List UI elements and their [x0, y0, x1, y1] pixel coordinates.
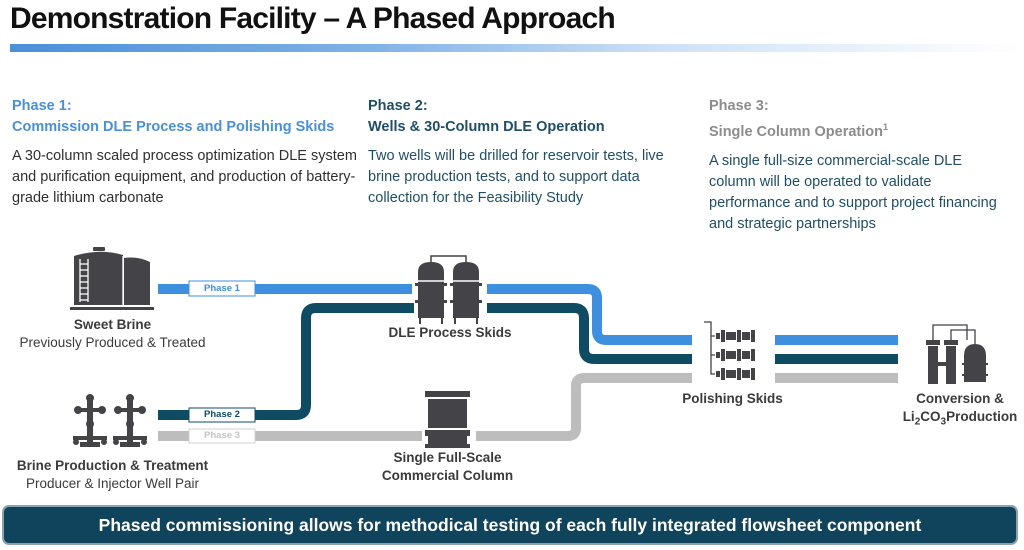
polishing-skids-label: Polishing Skids	[670, 390, 795, 408]
single-column-label: Single Full-Scale Commercial Column	[370, 449, 525, 485]
brine-production-title: Brine Production & Treatment	[16, 458, 209, 473]
production-text: Production	[946, 409, 1018, 424]
page-title: Demonstration Facility – A Phased Approa…	[10, 2, 616, 35]
footer-banner: Phased commissioning allows for methodic…	[4, 507, 1016, 543]
phase-3-description: A single full-size commercial-scale DLE …	[709, 152, 997, 232]
dle-columns-icon	[415, 255, 482, 324]
phase-3-tag-label: Phase 3	[204, 430, 240, 441]
phase-3-subheading-row: Single Column Operation1	[709, 117, 1009, 143]
phase-3-footnote-marker: 1	[883, 122, 889, 132]
phase-2-flow-line	[158, 303, 898, 420]
phase-2-subheading: Wells & 30-Column DLE Operation	[368, 119, 605, 135]
commercial-column-icon	[425, 391, 470, 448]
phase-2-tag-label: Phase 2	[204, 409, 240, 420]
conversion-plant-icon	[926, 324, 988, 384]
phase-1-flow-line	[158, 284, 898, 345]
polishing-skid-icon	[704, 321, 755, 380]
conversion-title-line1: Conversion &	[916, 391, 1004, 406]
brine-production-subtitle: Producer & Injector Well Pair	[25, 476, 200, 491]
phase-1-line-tag	[188, 280, 256, 297]
single-column-title-line1: Single Full-Scale	[393, 450, 502, 465]
li-text: Li	[902, 409, 915, 424]
storage-tank-icon	[70, 247, 154, 310]
phase-1-subheading: Commission DLE Process and Polishing Ski…	[12, 119, 335, 135]
dle-skids-label: DLE Process Skids	[380, 324, 520, 342]
phase-3-subheading: Single Column Operation	[709, 123, 884, 140]
phase-1-description: A 30-column scaled process optimization …	[12, 148, 357, 206]
title-underline-gradient	[10, 44, 1024, 52]
single-column-title-line2: Commercial Column	[381, 468, 514, 483]
polishing-skids-title: Polishing Skids	[682, 391, 783, 406]
phase-3-block: Phase 3: Single Column Operation1 A sing…	[709, 96, 1009, 235]
conversion-title-line2: Li2CO3Production	[902, 409, 1018, 428]
phase-1-tag-label: Phase 1	[204, 283, 240, 294]
phase-1-block: Phase 1: Commission DLE Process and Poli…	[12, 96, 357, 209]
phase-3-line-tag	[188, 428, 256, 444]
sweet-brine-label: Sweet Brine Previously Produced & Treate…	[0, 316, 225, 352]
injector-wellhead-icon	[113, 394, 147, 447]
sweet-brine-subtitle: Previously Produced & Treated	[19, 335, 206, 350]
wellhead-icon	[73, 394, 147, 447]
phase-3-heading: Phase 3:	[709, 98, 769, 114]
sweet-brine-title: Sweet Brine	[73, 317, 152, 332]
co-subscript: 3	[940, 416, 947, 428]
brine-production-label: Brine Production & Treatment Producer & …	[0, 457, 225, 493]
dle-skids-title: DLE Process Skids	[388, 325, 512, 340]
conversion-label: Conversion & Li2CO3Production	[895, 390, 1024, 432]
phase-2-line-tag	[188, 407, 256, 423]
phase-1-heading: Phase 1:	[12, 98, 72, 114]
producer-wellhead-icon	[73, 394, 107, 447]
li-subscript: 2	[914, 416, 921, 428]
footer-message: Phased commissioning allows for methodic…	[98, 514, 922, 535]
co-text: CO	[920, 409, 941, 424]
phase-2-heading: Phase 2:	[368, 98, 428, 114]
phase-2-description: Two wells will be drilled for reservoir …	[368, 148, 664, 206]
phase-2-block: Phase 2: Wells & 30-Column DLE Operation…	[368, 96, 698, 209]
